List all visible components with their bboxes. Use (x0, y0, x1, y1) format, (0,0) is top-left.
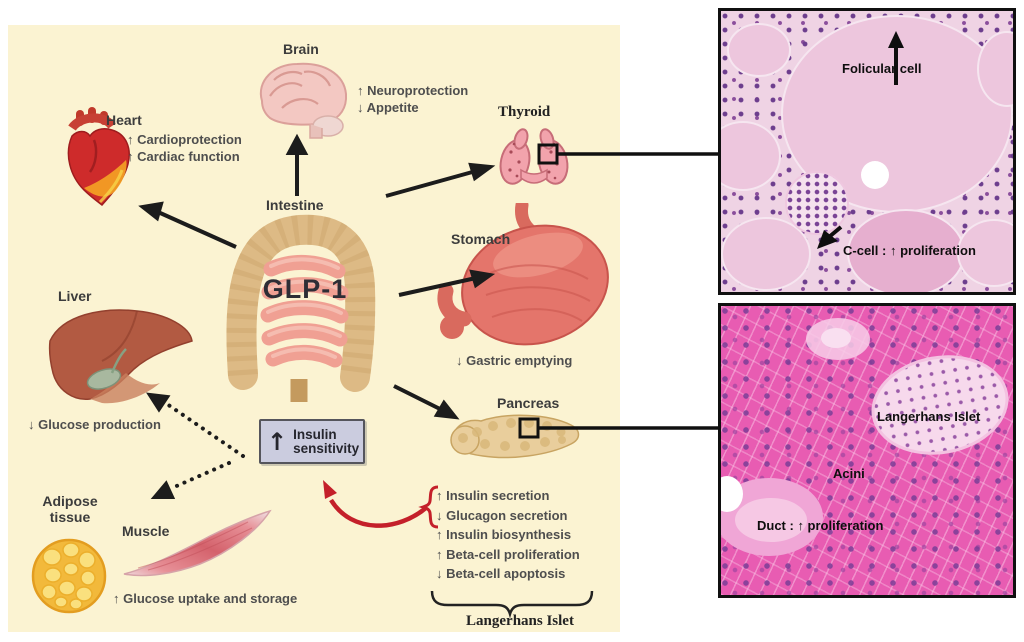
liver-illustration (48, 309, 193, 404)
stomach-illustration (437, 203, 609, 346)
intestine-illustration (226, 214, 376, 402)
pancreas-illustration (450, 414, 580, 459)
brain-effect: ↓ Appetite (357, 100, 419, 115)
brain-label: Brain (283, 41, 319, 57)
brain-effect: ↑ Neuroprotection (357, 83, 469, 98)
thyroid-follicle (847, 209, 965, 292)
thyroid-follicle (957, 219, 1013, 287)
pancreas-effect: ↑ Insulin secretion (436, 488, 550, 503)
pancreas-effects: ↑ Insulin secretion ↓ Glucagon secretion… (436, 486, 580, 584)
langerhans-islet-brace-label: Langerhans Islet (466, 613, 574, 629)
white-spot (721, 476, 743, 512)
muscle-effects: ↑ Glucose uptake and storage (113, 590, 297, 607)
stomach-effect: ↓ Gastric emptying (456, 353, 573, 368)
duct-lumen (735, 498, 807, 542)
pancreas-histology-image: Langerhans Islet Acini Duct : ↑ prolifer… (718, 303, 1016, 598)
heart-effect: ↑ Cardioprotection (127, 132, 242, 147)
thyroid-histology-image: Folicular cell C-cell : ↑ proliferation (718, 8, 1016, 295)
follicular-cell-label: Folicular cell (842, 61, 922, 76)
heart-effect: ↑ Cardiac function (127, 149, 240, 164)
thyroid-follicle (721, 217, 811, 291)
stomach-effects: ↓ Gastric emptying (456, 352, 572, 369)
stomach-label: Stomach (451, 231, 511, 247)
pancreas-effect: ↑ Beta-cell proliferation (436, 546, 580, 562)
c-cell-arrow (817, 225, 843, 249)
heart-illustration (67, 107, 130, 207)
brain-illustration (259, 62, 348, 139)
muscle-illustration (123, 509, 272, 577)
liver-effects: ↓ Glucose production (28, 416, 161, 433)
glp1-hormone-label: GLP-1 (262, 274, 348, 304)
adipose-illustration (31, 538, 107, 614)
vessel-lumen (821, 328, 851, 348)
c-cell-cluster (785, 171, 849, 235)
c-cell-label: C-cell : ↑ proliferation (843, 243, 976, 258)
thyroid-label: Thyroid (498, 104, 551, 120)
intestine-label: Intestine (266, 197, 324, 213)
up-arrow-icon: ↑ (267, 427, 288, 456)
insulin-sensitivity-label: Insulin sensitivity (293, 426, 360, 456)
muscle-effect: ↑ Glucose uptake and storage (113, 591, 298, 606)
pancreas-effect: ↓ Beta-cell apoptosis (436, 566, 566, 581)
glp1-diagram-panel: GLP-1 Heart ↑ Cardioprotection ↑ Cardiac… (8, 25, 620, 632)
pancreas-effect: ↓ Glucagon secretion (436, 507, 568, 523)
duct-label: Duct : ↑ proliferation (757, 518, 884, 533)
adipose-tissue-label: Adipose tissue (42, 493, 98, 525)
insulin-sensitivity-box: ↑ Insulin sensitivity (259, 419, 365, 464)
liver-effect: ↓ Glucose production (28, 417, 161, 432)
brain-effects: ↑ Neuroprotection ↓ Appetite (357, 82, 468, 116)
thyroid-illustration (499, 128, 569, 185)
colloid-white-spot (861, 161, 889, 189)
muscle-label: Muscle (122, 523, 170, 539)
thyroid-follicle (727, 23, 791, 77)
pancreas-label: Pancreas (497, 395, 560, 411)
heart-effects: ↑ Cardioprotection ↑ Cardiac function (127, 131, 242, 165)
acini-label: Acini (833, 466, 865, 481)
langerhans-islet-label: Langerhans Islet (877, 409, 981, 424)
heart-label: Heart (106, 112, 142, 128)
follicular-cell-arrow (888, 31, 904, 85)
langerhans-islet-region (863, 344, 1013, 466)
pancreas-effect: ↑ Insulin biosynthesis (436, 527, 572, 542)
thyroid-follicle (721, 121, 781, 191)
liver-label: Liver (58, 288, 92, 304)
